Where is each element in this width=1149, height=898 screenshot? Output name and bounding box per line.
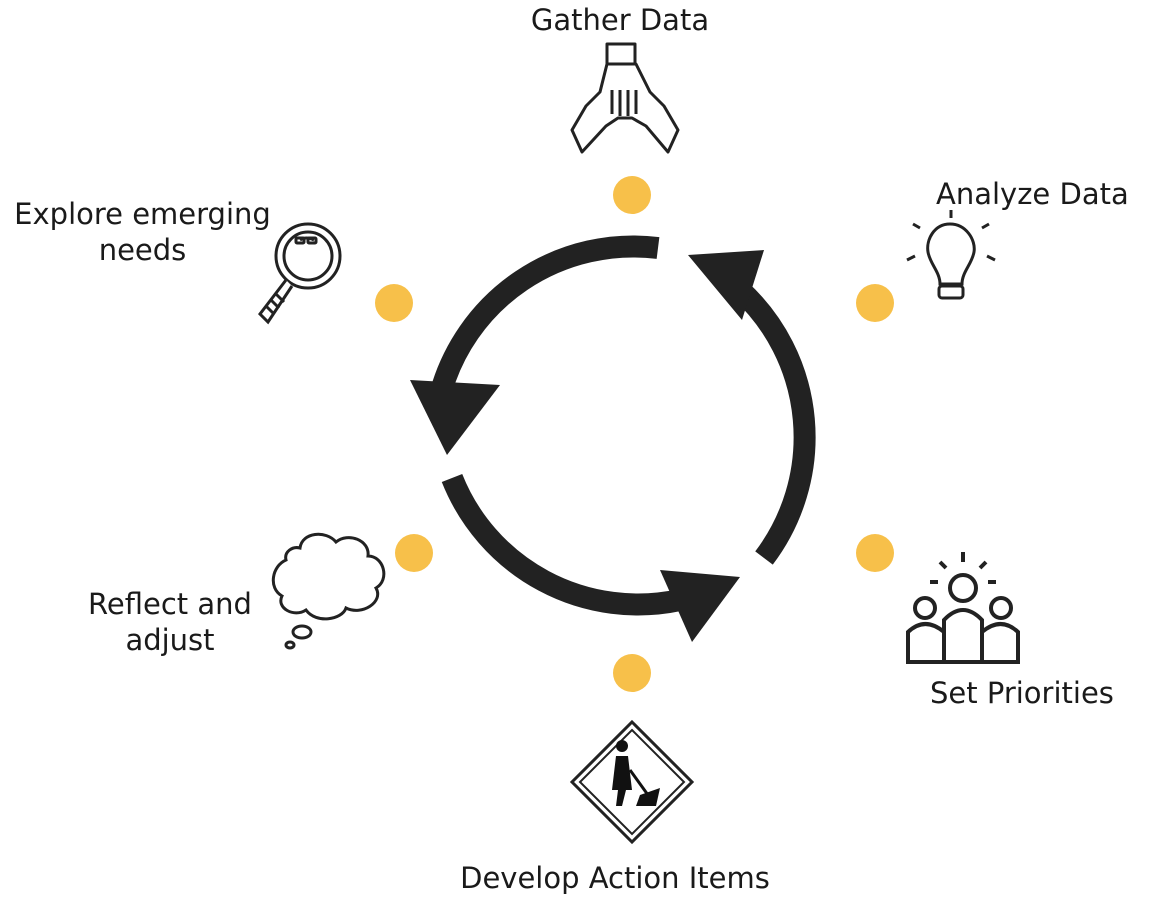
step-label-reflect-line2: adjust <box>125 623 215 657</box>
arrow-head-top-right <box>688 250 764 320</box>
arrow-arc-top-left <box>429 235 660 398</box>
step-dot-develop <box>613 654 651 692</box>
road-work-sign-icon <box>569 719 695 845</box>
step-label-reflect-line1: Reflect and <box>88 587 252 621</box>
step-dot-reflect <box>395 534 433 572</box>
arrow-arc-bottom <box>441 473 683 616</box>
thought-cloud-icon <box>271 532 386 650</box>
step-dot-explore <box>375 284 413 322</box>
magnifying-glass-icon <box>258 222 342 325</box>
arrow-arc-right <box>732 281 816 565</box>
arrow-head-bottom-right <box>660 570 740 642</box>
arrow-head-left-down <box>410 380 500 455</box>
step-label-priorities: Set Priorities <box>930 676 1114 710</box>
hands-together-icon <box>570 42 680 154</box>
step-label-analyze: Analyze Data <box>936 177 1129 211</box>
step-dot-priorities <box>856 534 894 572</box>
step-label-explore-line1: Explore emerging <box>14 197 271 231</box>
step-label-explore-line2: needs <box>98 233 187 267</box>
step-label-develop: Develop Action Items <box>460 861 770 895</box>
team-idea-icon <box>906 552 1020 664</box>
step-dot-gather <box>613 176 651 214</box>
lightbulb-icon <box>906 210 996 300</box>
step-label-reflect: Reflect and adjust <box>70 586 270 658</box>
step-label-gather: Gather Data <box>530 3 710 37</box>
step-dot-analyze <box>856 284 894 322</box>
step-label-explore: Explore emerging needs <box>0 196 285 268</box>
